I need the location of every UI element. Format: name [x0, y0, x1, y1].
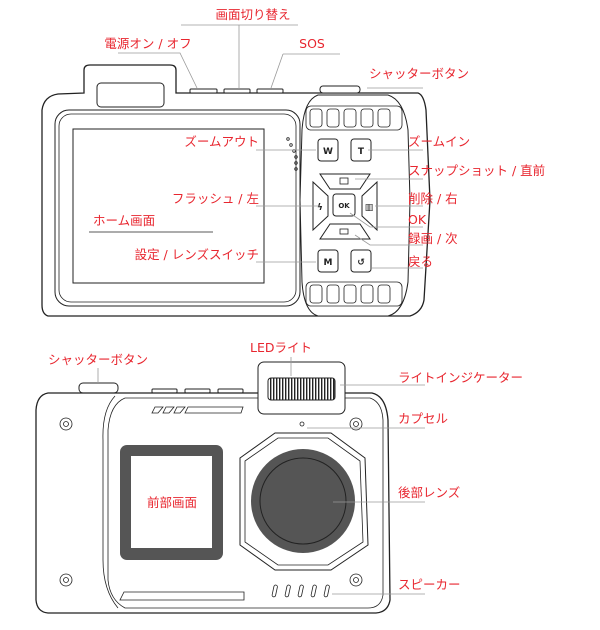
- display-switch-button[interactable]: [223, 88, 251, 94]
- shutter-button-front[interactable]: [78, 382, 119, 394]
- label-led: LEDライト: [250, 340, 312, 355]
- flash-icon: ϟ: [317, 203, 323, 213]
- back-button[interactable]: ↺: [350, 249, 372, 273]
- label-ok: OK: [408, 212, 427, 227]
- delete-button[interactable]: [361, 180, 378, 232]
- front-top-vent: [151, 406, 244, 414]
- record-button[interactable]: [319, 223, 371, 240]
- return-icon: ↺: [357, 258, 365, 268]
- ok-glyph: OK: [338, 202, 350, 210]
- label-light-indicator: ライトインジケーター: [398, 370, 523, 385]
- top-vent: [305, 105, 403, 131]
- grip-divider: [102, 395, 119, 609]
- label-capsule: カプセル: [398, 411, 448, 426]
- label-power: 電源オン / オフ: [104, 36, 191, 51]
- screen-frame-inner: [58, 113, 297, 303]
- label-back: 戻る: [408, 254, 433, 269]
- power-button[interactable]: [189, 88, 218, 94]
- camera-icon: [339, 228, 349, 235]
- label-rear-lens: 後部レンズ: [398, 485, 460, 500]
- bottom-vent: [305, 281, 403, 307]
- label-zoom-in: ズームイン: [408, 134, 470, 149]
- label-zoom-out: ズームアウト: [184, 134, 259, 149]
- home-screen: [72, 128, 265, 284]
- front-bottom-vent: [119, 591, 245, 601]
- label-home-screen: ホーム画面: [93, 213, 155, 228]
- shutter-button-top[interactable]: [319, 85, 361, 94]
- menu-button[interactable]: M: [317, 249, 339, 273]
- label-flash: フラッシュ / 左: [172, 191, 259, 206]
- label-sos: SOS: [299, 36, 325, 51]
- label-record: 録画 / 次: [408, 231, 458, 246]
- viewfinder-window: [96, 82, 165, 108]
- snapshot-icon: [339, 177, 349, 185]
- ok-button[interactable]: [332, 193, 356, 217]
- front-screen: [131, 456, 212, 548]
- front-leader-lines: [97, 357, 425, 595]
- front-view: シャッターボタン LEDライト ライトインジケーター カプセル 前部画面 後部レ…: [35, 340, 523, 614]
- speaker-grille: [271, 584, 330, 598]
- snapshot-button[interactable]: [319, 173, 371, 190]
- capsule-mic: [299, 421, 305, 427]
- flash-button[interactable]: [312, 180, 329, 232]
- label-snapshot: スナップショット / 直前: [408, 163, 545, 178]
- trash-icon: ▥: [365, 203, 374, 213]
- w-glyph: W: [323, 147, 333, 157]
- led-light: [267, 377, 336, 401]
- t-glyph: T: [358, 147, 365, 157]
- rear-lens: [251, 449, 355, 553]
- back-view: W T ϟ OK ▥ M ↺: [41, 7, 545, 317]
- label-delete: 削除 / 右: [408, 191, 458, 206]
- back-leader-lines: [89, 24, 423, 269]
- label-speaker: スピーカー: [398, 577, 461, 592]
- label-settings: 設定 / レンズスイッチ: [135, 247, 259, 262]
- label-shutter-back: シャッターボタン: [369, 66, 469, 81]
- label-front-screen: 前部画面: [147, 495, 197, 510]
- zoom-out-button[interactable]: W: [317, 138, 339, 162]
- sos-button[interactable]: [256, 88, 284, 94]
- front-panel: [107, 397, 384, 609]
- label-display-switch: 画面切り替え: [215, 7, 290, 22]
- screws: [59, 417, 363, 587]
- label-shutter-front: シャッターボタン: [48, 352, 148, 367]
- m-glyph: M: [324, 258, 333, 268]
